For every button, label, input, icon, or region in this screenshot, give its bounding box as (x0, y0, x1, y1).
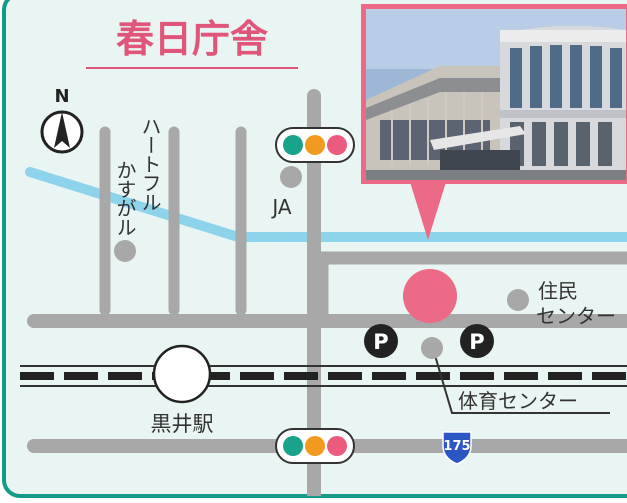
title-block: 春日庁舎 (86, 17, 298, 69)
place-dot-taiiku (421, 337, 443, 359)
station-marker (152, 344, 212, 404)
label-jumin-line1: 住民 (538, 279, 578, 303)
railway (20, 365, 627, 387)
photo-pointer (410, 182, 446, 240)
page-title: 春日庁舎 (116, 17, 268, 61)
svg-text:P: P (469, 330, 484, 354)
destination-marker (403, 269, 457, 323)
building-photo (361, 4, 627, 240)
label-ja: JA (270, 195, 292, 219)
svg-text:P: P (373, 330, 388, 354)
parking-icon-right: P (460, 324, 494, 358)
label-jumin-line2: センター (536, 304, 616, 328)
svg-text:175: 175 (443, 439, 470, 454)
label-heartful-line1: ハートフル (138, 116, 162, 211)
north-label: N (54, 86, 69, 107)
traffic-signal-bottom (275, 428, 355, 464)
place-dot-jumin (507, 289, 529, 311)
route-badge: 175 (442, 431, 472, 465)
compass-arrow-icon (54, 112, 70, 148)
place-dot-ja (280, 166, 302, 188)
label-heartful-line2: かすがル (113, 160, 137, 236)
traffic-signal-top (275, 127, 355, 163)
label-taiiku: 体育センター (458, 389, 578, 413)
taiiku-leader-line (433, 351, 610, 414)
station-label: 黒井駅 (151, 412, 214, 436)
photo-image (366, 9, 626, 180)
place-dot-heartful (114, 240, 136, 262)
parking-icon-left: P (364, 324, 398, 358)
north-compass: N (40, 86, 84, 154)
